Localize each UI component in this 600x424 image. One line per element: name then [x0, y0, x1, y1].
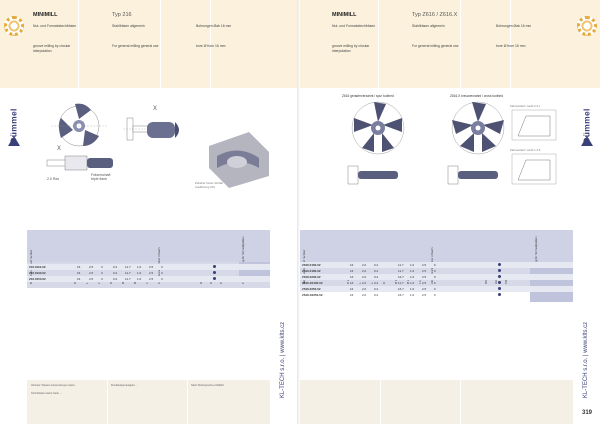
table-row: 216.0150.02 16 2.5 3 0.2 11.7 1.6 2.5 3 [27, 276, 270, 282]
right-type: Typ Z616 / Z616.X [412, 12, 458, 18]
left-drawing: X X 2.0 Rdo Fräserschaft triple flank Zu… [27, 88, 270, 230]
left-line-5: interpolation [33, 49, 52, 53]
table-row: 216.0130.02 16 2.5 3 0.2 11.7 1.6 2.5 3 [27, 270, 270, 276]
flank-label: triple flank [91, 177, 107, 181]
left-line-1: Nut- und Formabstechfräsen [33, 24, 77, 28]
th-l: L [85, 282, 89, 284]
bullet-icon [498, 293, 501, 296]
right-title: MINIMILL [332, 12, 357, 18]
left-header: MINIMILL Typ 216 Nut- und Formabstechfrä… [0, 0, 270, 88]
left-line-7: bore Ø from 16 mm [196, 44, 226, 48]
caption-1: Zubehör hinter-/Vorfall [195, 181, 223, 185]
th-r: R [109, 281, 113, 284]
left-notes: Hinweis: Weitere Anwendungen siehe... Sc… [27, 380, 270, 424]
bullet-icon [498, 263, 501, 266]
left-type: Typ 216 [112, 12, 132, 18]
right-table: Bestellnummer part number D min. L s R Ø… [300, 230, 573, 302]
right-drawing: Z616 geraderverzahnt / spur toothed Z616… [300, 88, 573, 230]
left-side-strip: KL-TECH s.r.o. | www.klts.cz [270, 0, 297, 424]
detail-b-label: Zahnverlauf / tooth 1.4.6 [510, 148, 541, 152]
shank-label: Fräserschaft [91, 173, 110, 177]
left-line-2: Stahlfräsen allgemein [112, 24, 145, 28]
right-side-label: KL-TECH s.r.o. | www.klts.cz [583, 321, 590, 399]
gear-icon [577, 16, 597, 36]
right-page-number: 319 [582, 410, 593, 416]
bullet-icon [213, 265, 216, 268]
left-table: Bestellnummer part number D min. L s R Ø… [27, 230, 270, 288]
detail-a-label: Zahnverlauf / tooth 2.4.x [510, 104, 541, 108]
left-tool-drawing: X X 2.0 Rdo Fräserschaft triple flank Zu… [46, 103, 269, 189]
right-notes [300, 380, 573, 424]
right-brand-strip: Dümmel KL-TECH s.r.o. | www.klts.cz [573, 0, 600, 424]
subtitle-cross: Z616.X kreuzverzahnt / cross toothed [450, 94, 503, 98]
bullet-icon [213, 271, 216, 274]
right-tool-drawing [347, 101, 557, 185]
caption-2: Ausführung 216 [195, 185, 215, 189]
x-label-bottom: X [57, 146, 61, 152]
left-lower [27, 288, 270, 380]
bullet-icon [498, 287, 501, 290]
bullet-icon [498, 281, 501, 284]
subtitle-spur: Z616 geraderverzahnt / spur toothed [342, 94, 394, 98]
left-side-label: KL-TECH s.r.o. | www.klts.cz [280, 321, 287, 399]
bore-label: 2.0 Rdo [47, 177, 59, 181]
th-s: s [97, 282, 101, 284]
bullet-icon [498, 269, 501, 272]
right-header: MINIMILL Typ Z616 / Z616.X Nut- und Form… [300, 0, 573, 88]
triangle-logo-icon [581, 136, 593, 146]
x-label-top: X [153, 106, 157, 112]
left-line-4: groove milling by circular [33, 44, 71, 48]
left-line-3: Bohrungen Øab 16 mm [196, 24, 232, 28]
left-title: MINIMILL [33, 12, 58, 18]
left-brand-strip: Dümmel [0, 0, 27, 424]
gear-icon [4, 16, 24, 36]
right-page: MINIMILL Typ Z616 / Z616.X Nut- und Form… [300, 0, 600, 424]
bullet-icon [498, 275, 501, 278]
triangle-logo-icon [8, 136, 20, 146]
right-lower [300, 302, 573, 380]
bullet-icon [213, 277, 216, 280]
left-page: MINIMILL Typ 216 Nut- und Formabstechfrä… [0, 0, 297, 424]
table-row: 216.0110.02 16 2.5 3 0.2 11.7 1.6 2.5 3 [27, 264, 270, 270]
left-line-6: For general milling general use [112, 44, 159, 48]
